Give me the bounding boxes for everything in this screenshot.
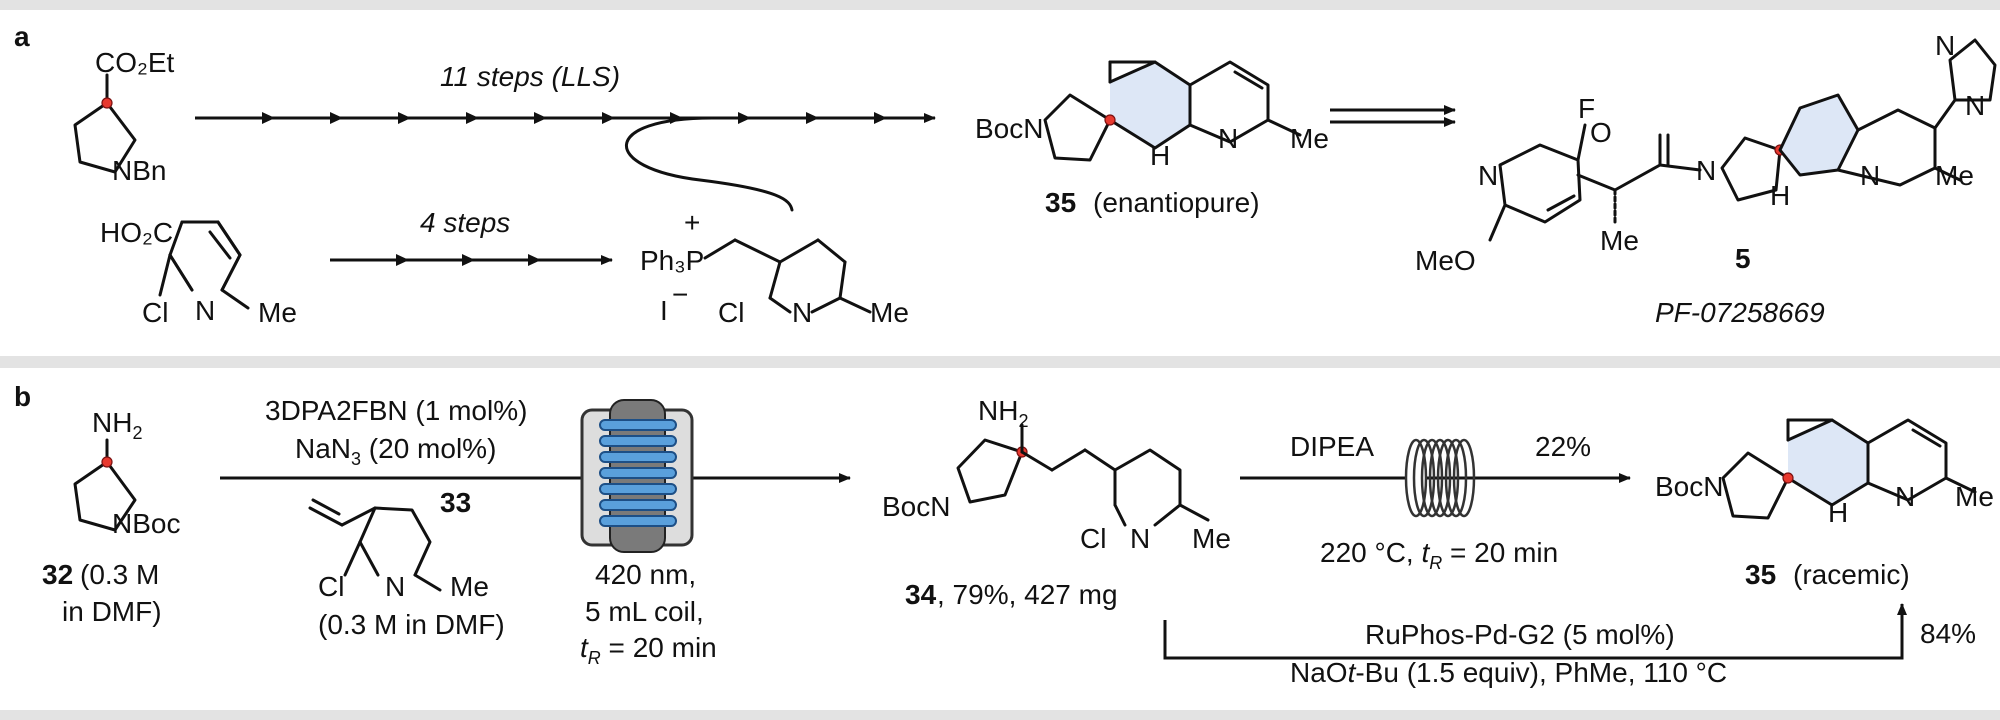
start-pyrrolidine: CO₂Et NBn <box>73 47 175 186</box>
bottom-border <box>0 710 2000 720</box>
pd-coupling-arrow <box>1163 603 1907 660</box>
amine-group: NH2 <box>92 407 142 443</box>
carbonyl-oxygen: O <box>1590 117 1612 148</box>
chloro-label: Cl <box>718 297 744 328</box>
photocatalyst-label: 3DPA2FBN (1 mol%) <box>265 395 527 426</box>
fluoro-label: F <box>1578 93 1595 124</box>
chloro-label: Cl <box>1080 523 1106 554</box>
base-reagent-label: DIPEA <box>1290 431 1374 462</box>
chloro-label: Cl <box>142 297 168 328</box>
ring-nitrogen: N <box>1130 523 1150 554</box>
nh-label: H <box>1150 140 1170 171</box>
compound-33-concentration: (0.3 M in DMF) <box>318 609 505 640</box>
benzyl-amine: NBn <box>112 155 166 186</box>
stereocenter-marker <box>101 97 113 109</box>
compound-5-code: PF-07258669 <box>1655 297 1825 328</box>
panel-a-label: a <box>14 21 30 52</box>
pd-yield: 84% <box>1920 618 1976 649</box>
compound-35-number: 35 <box>1045 187 1076 218</box>
iodide-label: I <box>660 295 668 326</box>
compound-35-enantiopure: BocN H N Me 35 (enantiopure) <box>975 60 1329 218</box>
coil-volume-label: 5 mL coil, <box>585 596 704 627</box>
compound-5-number: 5 <box>1735 243 1751 274</box>
methyl-label: Me <box>450 571 489 602</box>
compound-32-number: 32 <box>42 559 73 590</box>
nh-label: H <box>1828 497 1848 528</box>
pd-catalyst-label: RuPhos-Pd-G2 (5 mol%) <box>1365 619 1675 650</box>
top-border <box>0 0 2000 10</box>
step-chevrons-bottom <box>396 254 541 266</box>
boc-nitrogen: BocN <box>882 491 950 522</box>
longest-linear-sequence-label: 11 steps (LLS) <box>440 61 620 92</box>
stereocenter-marker <box>101 456 113 468</box>
wavelength-label: 420 nm, <box>595 559 696 590</box>
boc-nitrogen: BocN <box>975 113 1043 144</box>
ring-nitrogen: N <box>1478 160 1498 191</box>
acid-group: HO₂C <box>100 217 173 248</box>
compound-35-description: (enantiopure) <box>1093 187 1260 218</box>
panel-b-label: b <box>14 381 31 412</box>
ring-nitrogen: N <box>385 571 405 602</box>
ring-nitrogen: N <box>1218 123 1238 154</box>
photoreactor-coil-icon <box>580 399 694 553</box>
thermal-conditions-label: 220 °C, tR = 20 min <box>1320 537 1558 573</box>
stereocenter-marker <box>1782 472 1794 484</box>
step-chevrons-top <box>262 112 887 124</box>
thermal-yield: 22% <box>1535 431 1591 462</box>
four-steps-label: 4 steps <box>420 207 510 238</box>
methyl-label: Me <box>1192 523 1231 554</box>
boc-nitrogen: NBoc <box>112 508 180 539</box>
compound-5: F N MeO O Me N N N H N Me 5 PF-07258669 <box>1415 30 1997 328</box>
compound-33: 33 Cl N Me (0.3 M in DMF) <box>308 487 505 640</box>
methyl-label: Me <box>1290 123 1329 154</box>
methoxy-label: MeO <box>1415 245 1476 276</box>
compound-34-yield: , 79%, 427 mg <box>937 579 1118 610</box>
compound-35-number: 35 <box>1745 559 1776 590</box>
nh-label: H <box>1770 180 1790 211</box>
methyl-label: Me <box>1600 225 1639 256</box>
methyl-label: Me <box>258 297 297 328</box>
ring-nitrogen: N <box>195 295 215 326</box>
ring-nitrogen: N <box>1860 160 1880 191</box>
azide-label: NaN3 (20 mol%) <box>295 433 496 469</box>
compound-34: NH2 BocN Cl N Me 34 , 79%, 427 mg <box>882 395 1231 610</box>
compound-35-description: (racemic) <box>1793 559 1910 590</box>
residence-time-label: tR = 20 min <box>580 632 717 668</box>
ring-nitrogen: N <box>1696 155 1716 186</box>
heated-coil-icon <box>1404 438 1476 518</box>
stereocenter-marker <box>1104 114 1116 126</box>
ester-group: CO₂Et <box>95 47 175 78</box>
ring-nitrogen: N <box>1895 481 1915 512</box>
pd-conditions-label: NaOt-Bu (1.5 equiv), PhMe, 110 °C <box>1290 657 1727 688</box>
nicotinic-acid: HO₂C Cl N Me <box>100 217 297 328</box>
compound-32-concentration: (0.3 M <box>80 559 159 590</box>
compound-32: NH2 NBoc 32 (0.3 M in DMF) <box>42 407 180 627</box>
methyl-label: Me <box>1955 481 1994 512</box>
amine-group: NH2 <box>978 395 1028 431</box>
phosphonium-group: Ph₃P <box>640 245 704 276</box>
boc-nitrogen: BocN <box>1655 471 1723 502</box>
methyl-label: Me <box>1935 160 1974 191</box>
panel-separator <box>0 356 2000 368</box>
ring-nitrogen: N <box>1935 30 1955 61</box>
ring-nitrogen: N <box>792 297 812 328</box>
convergence-curve <box>625 116 794 212</box>
ring-nitrogen: N <box>1965 90 1985 121</box>
compound-33-number: 33 <box>440 487 471 518</box>
chloro-label: Cl <box>318 571 344 602</box>
compound-32-solvent: in DMF) <box>62 596 162 627</box>
compound-34-number: 34 <box>905 579 937 610</box>
phosphonium-charge: + <box>684 207 700 238</box>
iodide-charge: − <box>672 279 688 310</box>
phosphonium-salt: Ph₃P + I − Cl N Me <box>640 207 909 328</box>
compound-35-racemic: BocN H N Me 35 (racemic) <box>1655 418 1994 590</box>
methyl-label: Me <box>870 297 909 328</box>
